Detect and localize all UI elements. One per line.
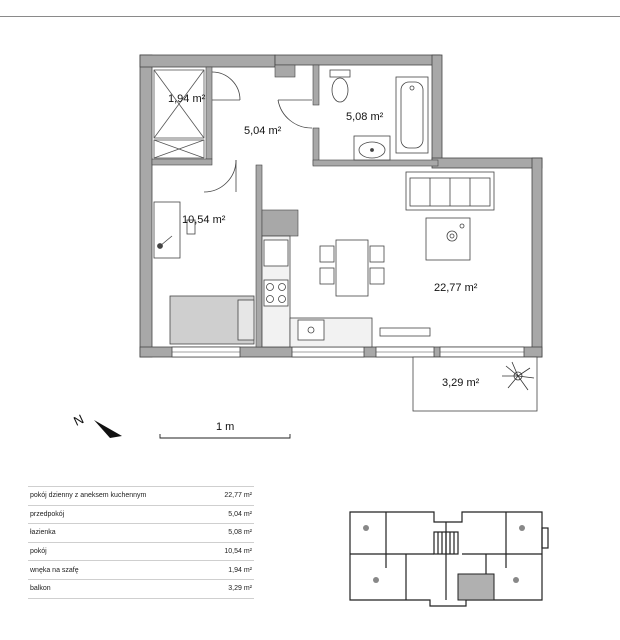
dining-set xyxy=(319,239,385,297)
scale-bar: 1 m xyxy=(159,421,291,439)
scale-label: 1 m xyxy=(216,421,234,433)
balcony xyxy=(412,356,538,412)
north-arrow: N xyxy=(71,411,122,438)
top-divider xyxy=(0,16,620,17)
table-row: balkon 3,29 m² xyxy=(28,579,254,599)
compass-arrow-icon xyxy=(94,420,122,438)
room-area: 1,94 m² xyxy=(190,560,254,580)
building-key-plan xyxy=(349,511,549,607)
room-area: 22,77 m² xyxy=(190,486,254,506)
room-area: 5,08 m² xyxy=(190,523,254,543)
room-area: 5,04 m² xyxy=(190,505,254,525)
table-row: przedpokój 5,04 m² xyxy=(28,505,254,525)
table-row: pokój 10,54 m² xyxy=(28,542,254,562)
room-area: 3,29 m² xyxy=(190,579,254,599)
kitchen-units xyxy=(261,235,431,348)
interior-walls xyxy=(151,64,439,348)
north-label: N xyxy=(71,411,86,429)
area-bedroom: 10,54 m² xyxy=(182,214,226,226)
room-area-table: pokój dzienny z aneksem kuchennym 22,77 … xyxy=(28,486,254,599)
table-row: łazienka 5,08 m² xyxy=(28,523,254,543)
room-name: pokój dzienny z aneksem kuchennym xyxy=(28,486,190,506)
doors xyxy=(203,71,313,193)
table-row: wnęka na szafę 1,94 m² xyxy=(28,560,254,580)
living-furniture xyxy=(405,171,495,261)
area-living: 22,77 m² xyxy=(434,282,478,294)
room-name: balkon xyxy=(28,579,190,599)
area-balcony: 3,29 m² xyxy=(442,377,480,389)
bedroom-furniture xyxy=(153,201,255,345)
bathroom-fixtures xyxy=(329,69,429,161)
plant-icon xyxy=(502,361,535,391)
floor-plan: 1,94 m² 5,04 m² 5,08 m² 10,54 m² 22,77 m… xyxy=(71,54,543,439)
table-row: pokój dzienny z aneksem kuchennym 22,77 … xyxy=(28,486,254,506)
selected-unit-highlight xyxy=(457,573,495,601)
wardrobe-cabinets xyxy=(153,69,205,159)
area-wardrobe: 1,94 m² xyxy=(168,93,206,105)
area-bathroom: 5,08 m² xyxy=(346,111,384,123)
room-name: pokój xyxy=(28,542,190,562)
area-hallway: 5,04 m² xyxy=(244,125,282,137)
area-labels: 1,94 m² 5,04 m² 5,08 m² 10,54 m² 22,77 m… xyxy=(168,93,480,389)
room-name: wnęka na szafę xyxy=(28,560,190,580)
room-area: 10,54 m² xyxy=(190,542,254,562)
room-name: przedpokój xyxy=(28,505,190,525)
room-name: łazienka xyxy=(28,523,190,543)
